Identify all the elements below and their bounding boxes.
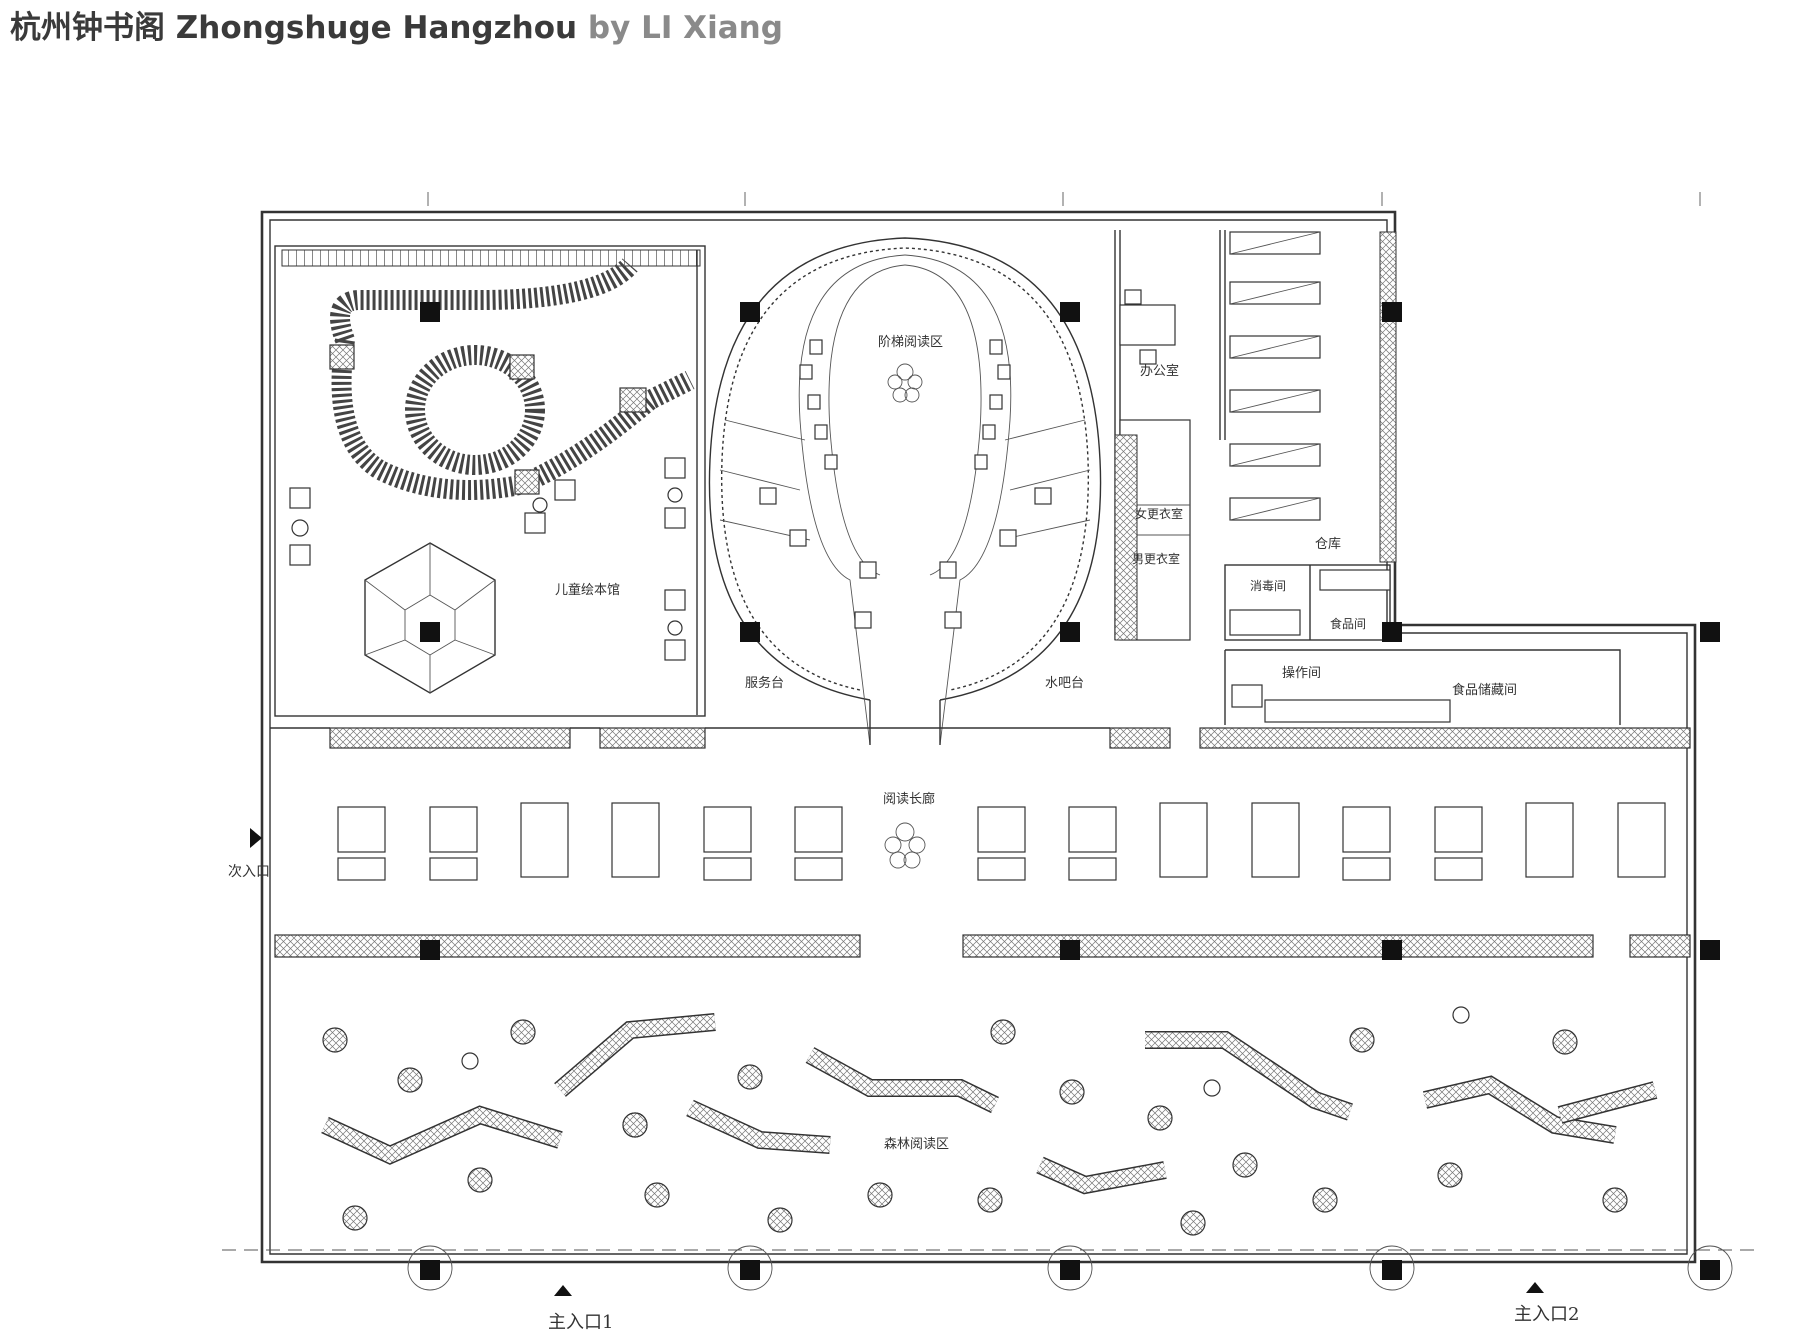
label-female-locker: 女更衣室 bbox=[1135, 506, 1183, 521]
label-side-entrance: 次入口 bbox=[228, 864, 270, 880]
label-disinfect: 消毒间 bbox=[1250, 579, 1286, 593]
label-kids: 儿童绘本馆 bbox=[555, 582, 620, 598]
column-rings bbox=[407, 1245, 1733, 1291]
label-male-locker: 男更衣室 bbox=[1132, 551, 1180, 566]
label-main-entrance-2: 主入口2 bbox=[1514, 1304, 1579, 1325]
label-corridor: 阅读长廊 bbox=[883, 791, 935, 807]
entrance-markers bbox=[250, 828, 1544, 1296]
corridor-plant bbox=[884, 822, 926, 869]
label-warehouse: 仓库 bbox=[1315, 536, 1341, 552]
page-header: 杭州钟书阁 Zhongshuge Hangzhou by LI Xiang bbox=[10, 6, 783, 50]
service-rooms bbox=[1114, 230, 1621, 725]
outer-walls bbox=[222, 192, 1760, 1264]
stairs-area bbox=[708, 237, 1102, 746]
label-water-bar: 水吧台 bbox=[1045, 676, 1084, 691]
label-stairs: 阶梯阅读区 bbox=[878, 335, 943, 350]
columns bbox=[420, 302, 1720, 1280]
label-operation: 操作间 bbox=[1282, 665, 1321, 681]
label-food-storage: 食品储藏间 bbox=[1452, 682, 1517, 698]
label-office: 办公室 bbox=[1140, 363, 1179, 379]
label-forest: 森林阅读区 bbox=[884, 1137, 949, 1152]
kids-area bbox=[274, 245, 706, 717]
corridor-shelves-bottom bbox=[274, 934, 1691, 958]
corridor-shelves-top bbox=[270, 727, 1691, 749]
room-labels: 儿童绘本馆 阶梯阅读区 办公室 女更衣室 男更衣室 仓库 消毒间 食品间 服务台… bbox=[228, 335, 1579, 1333]
label-service: 服务台 bbox=[745, 675, 784, 691]
label-pantry: 食品间 bbox=[1330, 616, 1366, 631]
forest-trees bbox=[322, 1019, 1628, 1236]
forest-shelves bbox=[321, 1013, 1658, 1195]
forest-stools bbox=[461, 1006, 1470, 1097]
corridor-tables bbox=[337, 802, 1666, 881]
page-title: 杭州钟书阁 Zhongshuge Hangzhou bbox=[10, 10, 578, 46]
page-author: by LI Xiang bbox=[587, 10, 783, 46]
label-main-entrance-1: 主入口1 bbox=[548, 1312, 613, 1333]
